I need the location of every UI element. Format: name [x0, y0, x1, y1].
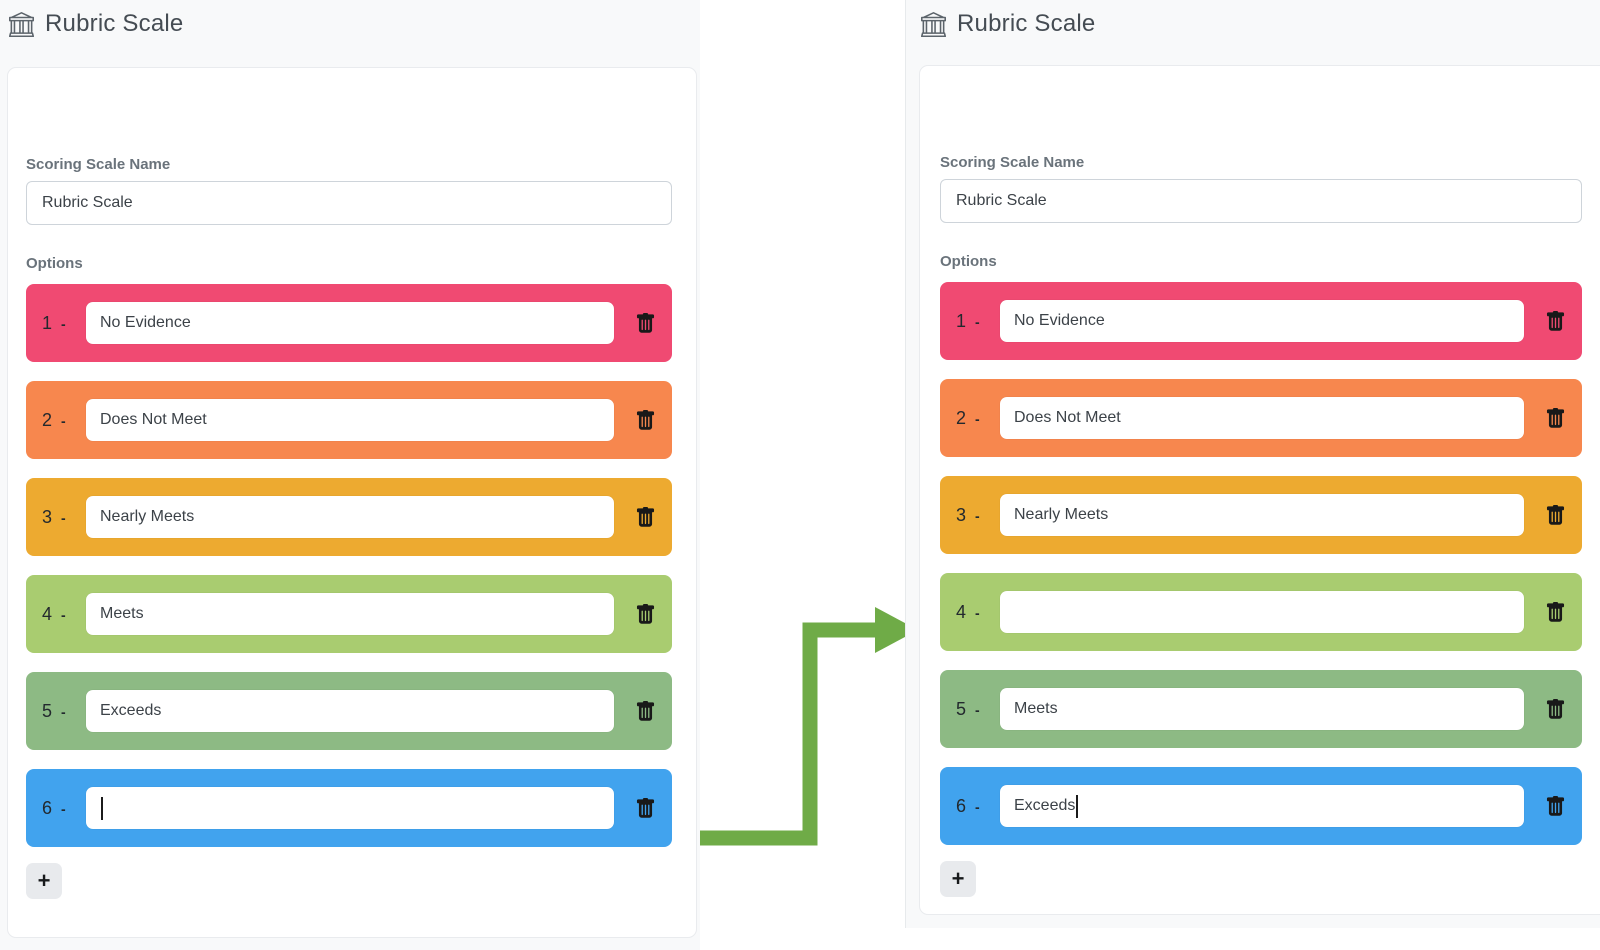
delete-option-button[interactable]: [1542, 502, 1568, 528]
delete-option-button[interactable]: [632, 504, 658, 530]
rubric-panel-after: Rubric Scale Scoring Scale Name Rubric S…: [905, 0, 1600, 928]
option-value-input[interactable]: Meets: [1000, 688, 1524, 730]
option-value-input[interactable]: Exceeds: [1000, 785, 1524, 827]
page-title: Rubric Scale: [45, 10, 184, 37]
add-option-button[interactable]: +: [26, 863, 62, 899]
options-list: 1- No Evidence 2- Does Not Meet 3- Nearl…: [940, 282, 1582, 845]
trash-icon: [636, 409, 654, 430]
trash-icon: [636, 506, 654, 527]
trash-icon: [1546, 601, 1564, 622]
option-number: 6-: [956, 795, 980, 816]
delete-option-button[interactable]: [1542, 599, 1568, 625]
option-row-3: 3- Nearly Meets: [940, 476, 1582, 554]
add-option-button[interactable]: +: [940, 861, 976, 897]
trash-icon: [1546, 698, 1564, 719]
option-value-input[interactable]: No Evidence: [1000, 300, 1524, 342]
option-row-5: 5- Meets: [940, 670, 1582, 748]
scale-name-value: Rubric Scale: [42, 194, 133, 211]
options-label: Options: [940, 253, 997, 270]
option-value-input[interactable]: Exceeds: [86, 690, 614, 732]
option-number: 4-: [956, 601, 980, 622]
option-number: 2-: [956, 407, 980, 428]
option-row-2: 2- Does Not Meet: [940, 379, 1582, 457]
option-number: 2-: [42, 409, 66, 430]
option-value-input[interactable]: Nearly Meets: [86, 496, 614, 538]
option-row-1: 1- No Evidence: [26, 284, 672, 362]
option-value-input[interactable]: [1000, 591, 1524, 633]
trash-icon: [636, 603, 654, 624]
trash-icon: [1546, 795, 1564, 816]
page-title: Rubric Scale: [957, 10, 1096, 37]
option-value-input[interactable]: [86, 787, 614, 829]
delete-option-button[interactable]: [1542, 405, 1568, 431]
trash-icon: [1546, 504, 1564, 525]
options-label: Options: [26, 255, 83, 272]
delete-option-button[interactable]: [1542, 696, 1568, 722]
delete-option-button[interactable]: [632, 795, 658, 821]
bank-icon: [9, 11, 34, 37]
option-value-input[interactable]: Does Not Meet: [1000, 397, 1524, 439]
option-number: 3-: [956, 504, 980, 525]
option-row-3: 3- Nearly Meets: [26, 478, 672, 556]
scale-name-label: Scoring Scale Name: [940, 154, 1085, 171]
option-row-4: 4-: [940, 573, 1582, 651]
delete-option-button[interactable]: [1542, 308, 1568, 334]
bank-icon: [921, 11, 946, 37]
transition-arrow: [700, 607, 918, 846]
trash-icon: [1546, 407, 1564, 428]
trash-icon: [636, 797, 654, 818]
trash-icon: [636, 312, 654, 333]
delete-option-button[interactable]: [632, 698, 658, 724]
option-row-4: 4- Meets: [26, 575, 672, 653]
option-value-input[interactable]: Meets: [86, 593, 614, 635]
option-row-1: 1- No Evidence: [940, 282, 1582, 360]
scale-name-value: Rubric Scale: [956, 192, 1047, 209]
text-caret: [1076, 794, 1079, 818]
delete-option-button[interactable]: [632, 601, 658, 627]
trash-icon: [1546, 310, 1564, 331]
panel-header: Rubric Scale: [906, 0, 1600, 38]
option-value-input[interactable]: No Evidence: [86, 302, 614, 344]
text-caret: [101, 796, 103, 820]
option-value-input[interactable]: Does Not Meet: [86, 399, 614, 441]
trash-icon: [636, 700, 654, 721]
options-list: 1- No Evidence 2- Does Not Meet 3- Nearl…: [26, 284, 672, 847]
option-number: 3-: [42, 506, 66, 527]
scale-name-input[interactable]: Rubric Scale: [940, 179, 1582, 223]
option-row-2: 2- Does Not Meet: [26, 381, 672, 459]
delete-option-button[interactable]: [632, 310, 658, 336]
option-row-5: 5- Exceeds: [26, 672, 672, 750]
option-number: 1-: [956, 310, 980, 331]
delete-option-button[interactable]: [1542, 793, 1568, 819]
scale-editor-card: Scoring Scale Name Rubric Scale Options …: [919, 65, 1600, 915]
panel-header: Rubric Scale: [0, 0, 700, 38]
option-row-6: 6- Exceeds: [940, 767, 1582, 845]
option-number: 4-: [42, 603, 66, 624]
option-number: 6-: [42, 797, 66, 818]
option-number: 5-: [42, 700, 66, 721]
option-number: 1-: [42, 312, 66, 333]
scale-name-input[interactable]: Rubric Scale: [26, 181, 672, 225]
option-number: 5-: [956, 698, 980, 719]
scale-editor-card: Scoring Scale Name Rubric Scale Options …: [7, 67, 697, 938]
delete-option-button[interactable]: [632, 407, 658, 433]
rubric-panel-before: Rubric Scale Scoring Scale Name Rubric S…: [0, 0, 700, 950]
option-value-input[interactable]: Nearly Meets: [1000, 494, 1524, 536]
scale-name-label: Scoring Scale Name: [26, 156, 171, 173]
option-row-6: 6-: [26, 769, 672, 847]
